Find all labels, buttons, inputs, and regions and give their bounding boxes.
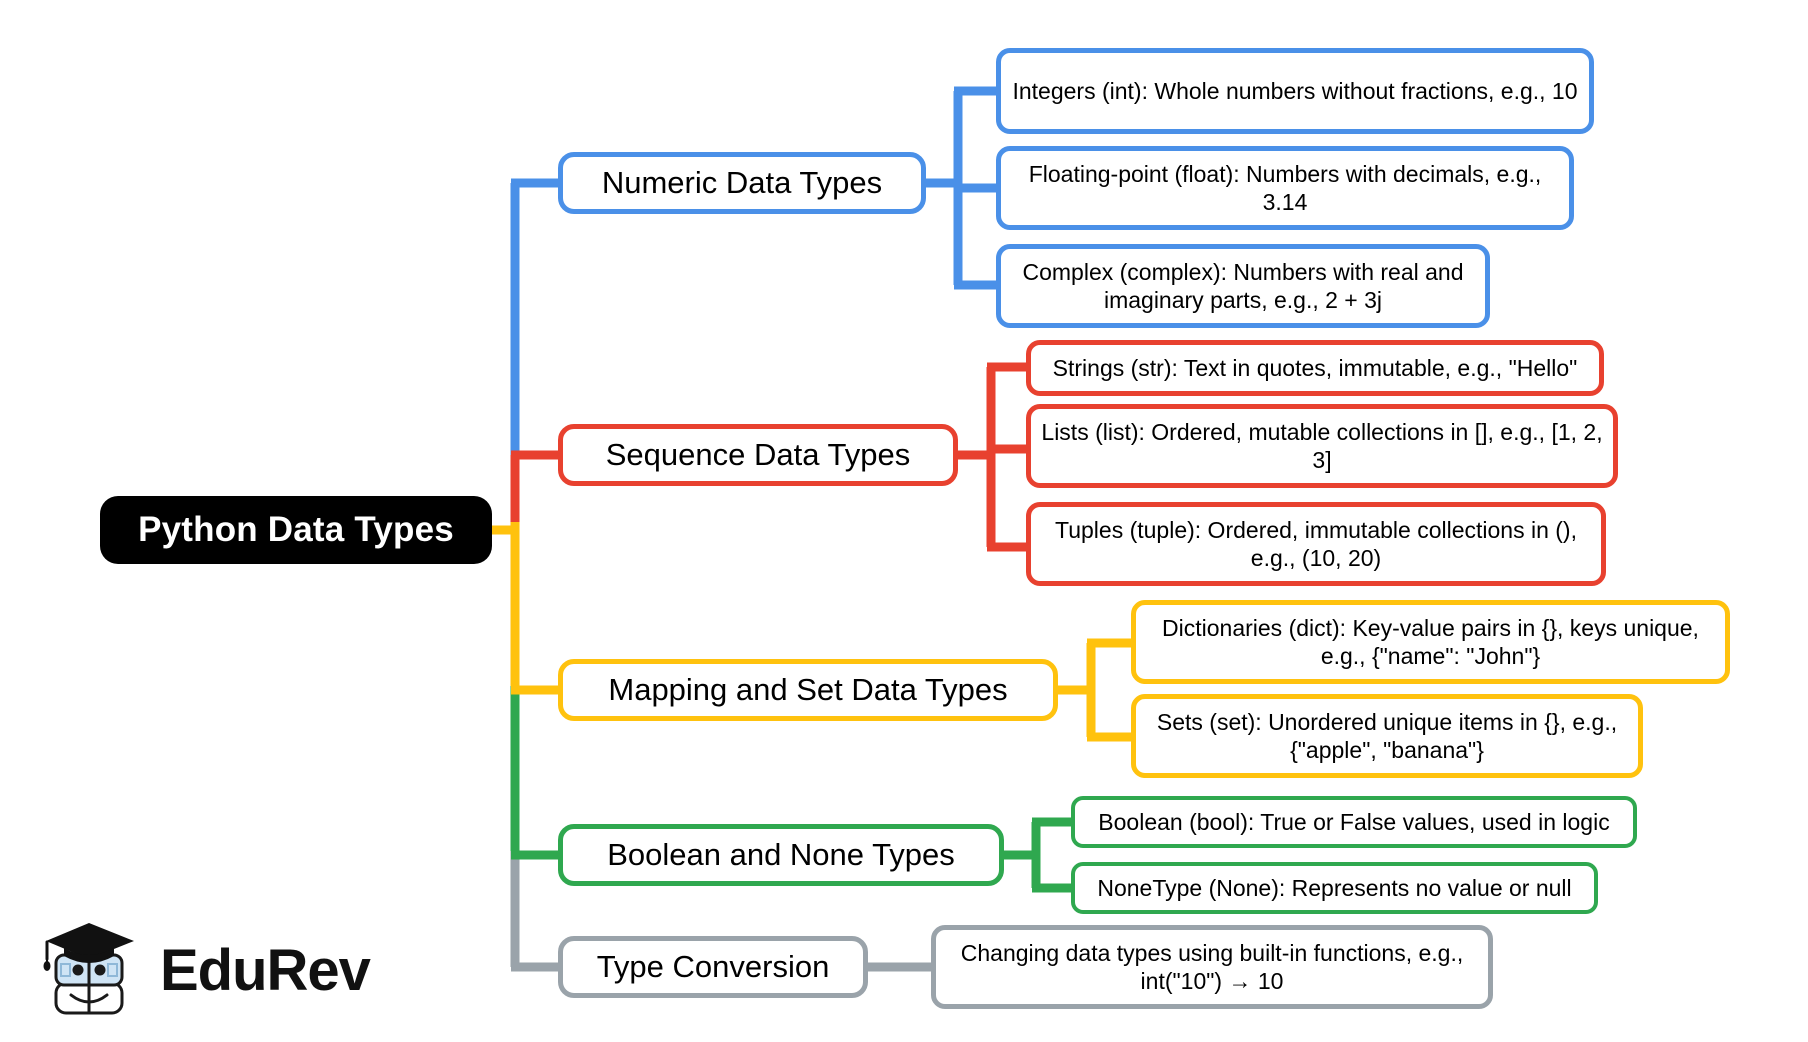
leaf-node-lists[interactable]: Lists (list): Ordered, mutable collectio… xyxy=(1026,404,1618,488)
leaf-node-typeconv[interactable]: Changing data types using built-in funct… xyxy=(931,925,1493,1009)
leaf-node-set[interactable]: Sets (set): Unordered unique items in {}… xyxy=(1131,694,1643,778)
branch-label-sequence: Sequence Data Types xyxy=(605,437,911,473)
leaf-node-tuples[interactable]: Tuples (tuple): Ordered, immutable colle… xyxy=(1026,502,1606,586)
leaf-label-tuples: Tuples (tuple): Ordered, immutable colle… xyxy=(1055,516,1577,571)
branch-label-mapping: Mapping and Set Data Types xyxy=(608,672,1008,708)
root-label: Python Data Types xyxy=(138,509,454,549)
leaf-label-typeconv: Changing data types using built-in funct… xyxy=(960,939,1464,994)
edurev-logo: EduRev xyxy=(38,912,371,1030)
branch-node-mapping[interactable]: Mapping and Set Data Types xyxy=(558,659,1058,721)
leaf-node-strings[interactable]: Strings (str): Text in quotes, immutable… xyxy=(1026,340,1604,396)
leaf-label-lists: Lists (list): Ordered, mutable collectio… xyxy=(1041,418,1603,473)
leaf-label-bool: Boolean (bool): True or False values, us… xyxy=(1098,808,1610,835)
leaf-label-float: Floating-point (float): Numbers with dec… xyxy=(1028,160,1542,215)
root-node[interactable]: Python Data Types xyxy=(100,496,492,564)
branch-label-numeric: Numeric Data Types xyxy=(601,165,883,201)
branch-label-boolean: Boolean and None Types xyxy=(607,837,955,873)
branch-node-numeric[interactable]: Numeric Data Types xyxy=(558,152,926,214)
leaf-node-dict[interactable]: Dictionaries (dict): Key-value pairs in … xyxy=(1131,600,1730,684)
branch-node-typeconv[interactable]: Type Conversion xyxy=(558,936,868,998)
edurev-wordmark: EduRev xyxy=(160,938,371,1003)
leaf-label-set: Sets (set): Unordered unique items in {}… xyxy=(1156,708,1618,763)
leaf-node-float[interactable]: Floating-point (float): Numbers with dec… xyxy=(996,146,1574,230)
branch-node-boolean[interactable]: Boolean and None Types xyxy=(558,824,1004,886)
leaf-label-strings: Strings (str): Text in quotes, immutable… xyxy=(1052,354,1578,381)
leaf-label-complex: Complex (complex): Numbers with real and… xyxy=(1022,258,1464,313)
branch-node-sequence[interactable]: Sequence Data Types xyxy=(558,424,958,486)
leaf-label-int: Integers (int): Whole numbers without fr… xyxy=(1012,77,1578,104)
leaf-node-complex[interactable]: Complex (complex): Numbers with real and… xyxy=(996,244,1490,328)
branch-label-typeconv: Type Conversion xyxy=(596,949,830,985)
leaf-label-none: NoneType (None): Represents no value or … xyxy=(1097,874,1572,901)
leaf-node-bool[interactable]: Boolean (bool): True or False values, us… xyxy=(1071,796,1637,848)
leaf-label-dict: Dictionaries (dict): Key-value pairs in … xyxy=(1162,614,1699,669)
edurev-book-graduate-icon xyxy=(43,923,134,1015)
leaf-node-none[interactable]: NoneType (None): Represents no value or … xyxy=(1071,862,1598,914)
leaf-node-int[interactable]: Integers (int): Whole numbers without fr… xyxy=(996,48,1594,134)
